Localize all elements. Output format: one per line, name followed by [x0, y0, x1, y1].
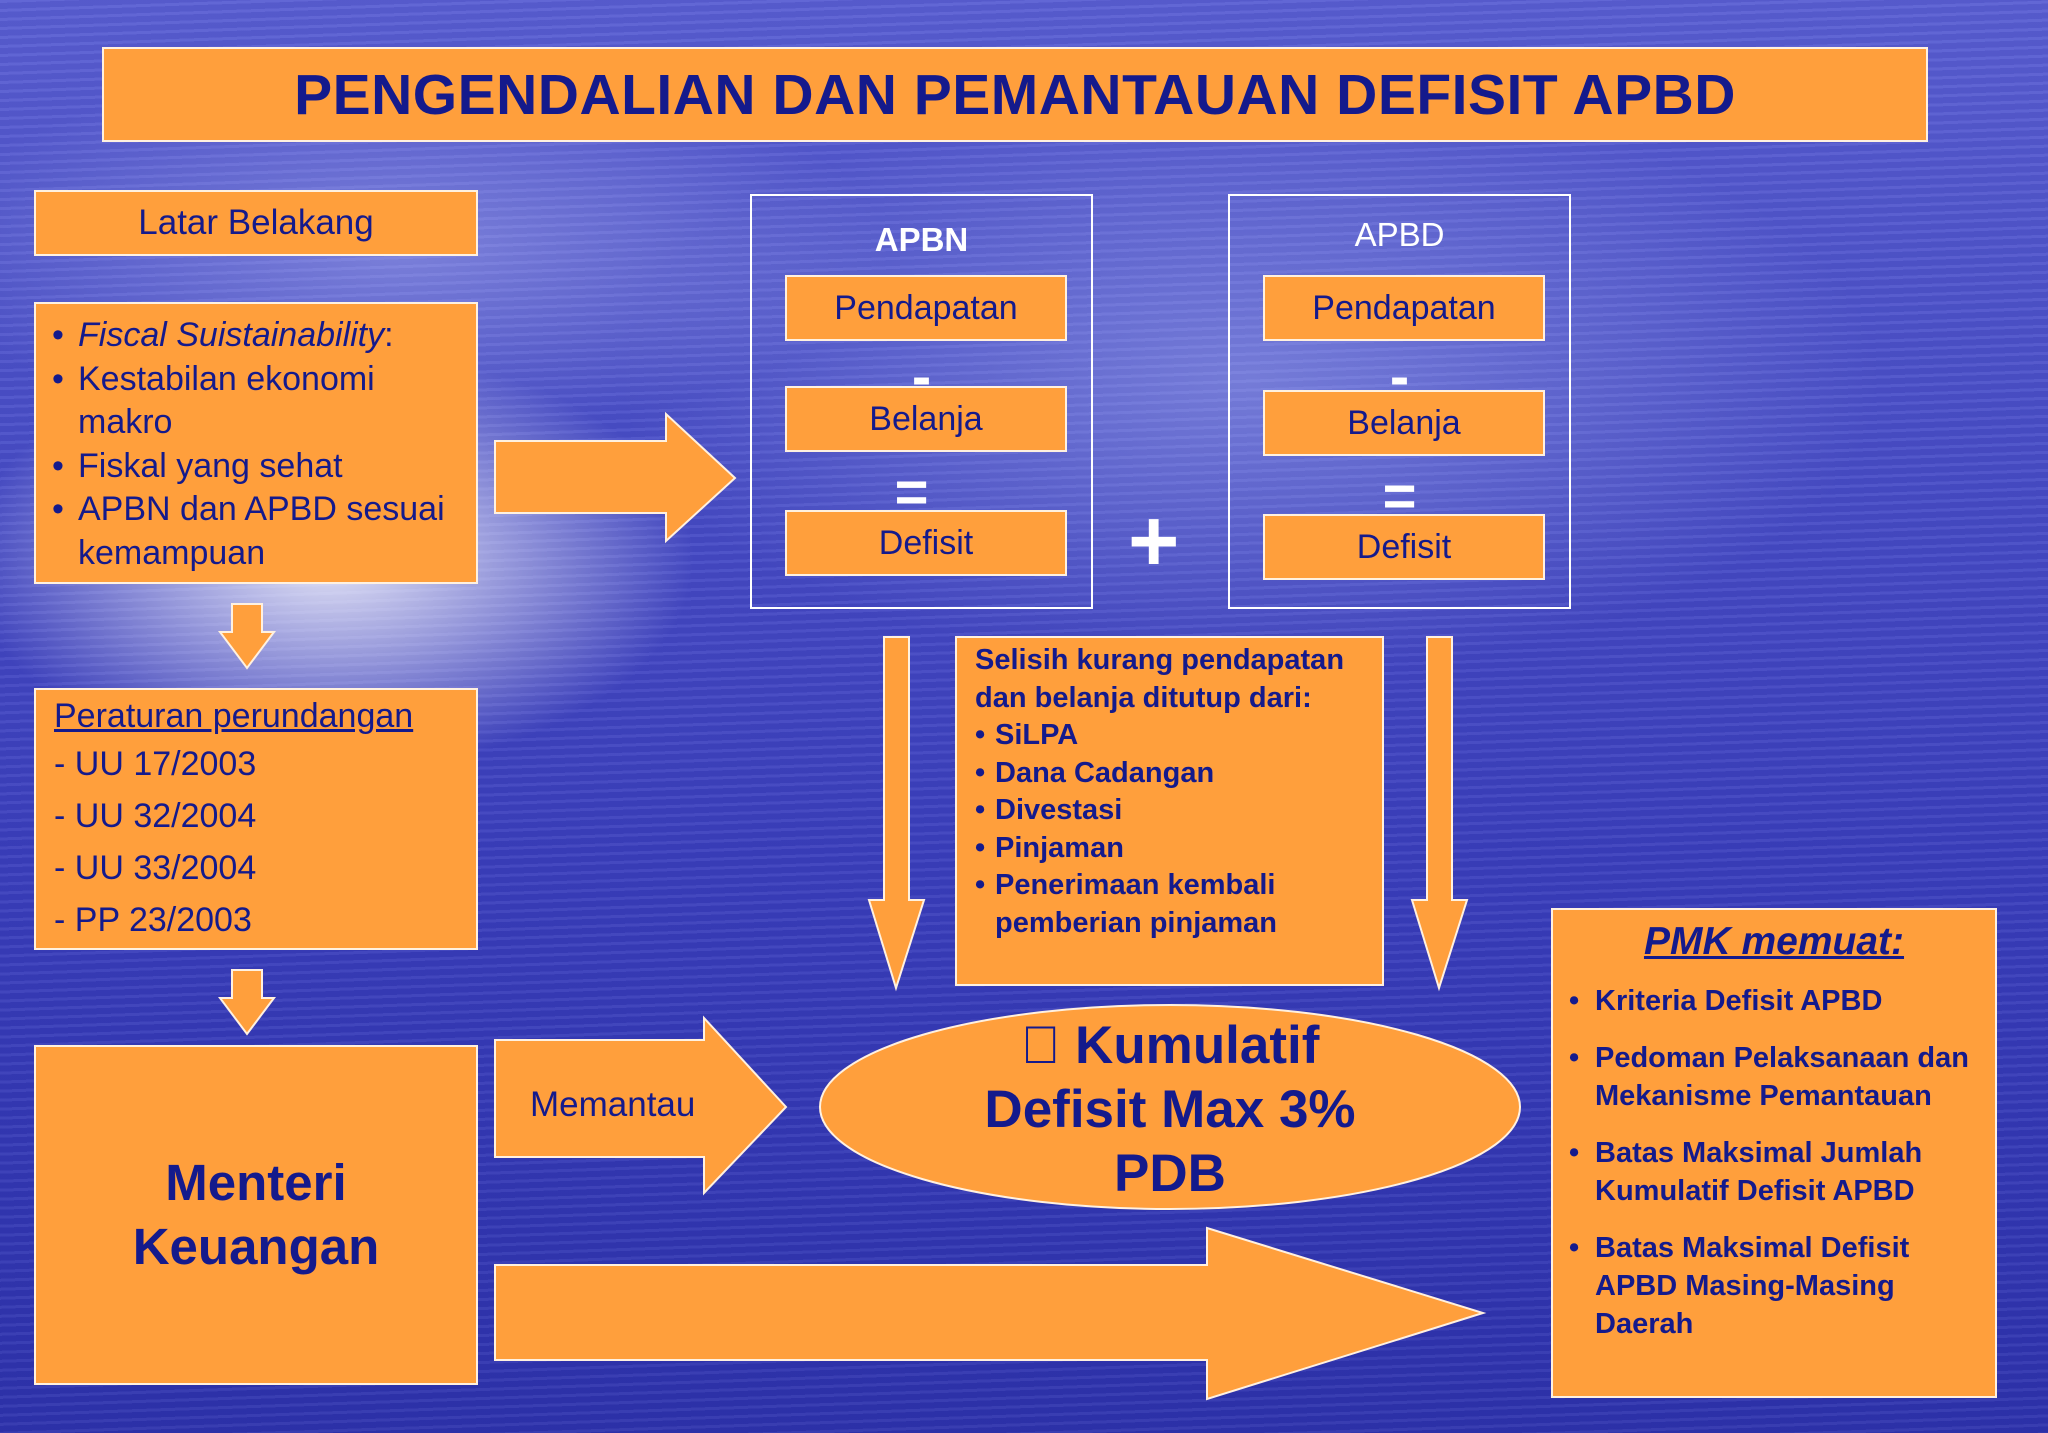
kumulatif-ellipse [819, 1004, 1521, 1210]
peraturan-item: - PP 23/2003 [54, 901, 252, 939]
apbd-belanja-label: Belanja [1347, 403, 1461, 442]
arrow-memantau [494, 1015, 788, 1196]
apbn-frame: APBN Pendapatan - Belanja = Defisit [750, 194, 1093, 609]
kumulatif-line1:  Kumulatif [1021, 1016, 1320, 1075]
apbd-belanja: Belanja [1263, 390, 1545, 456]
fiscal-item: Fiscal Suistainability: [52, 314, 462, 358]
kumulatif-text:  Kumulatif Defisit Max 3% PDB [820, 1005, 1520, 1215]
selisih-intro: Selisih kurang pendapatan dan belanja di… [975, 644, 1345, 714]
peraturan-item: - UU 32/2004 [54, 797, 257, 835]
pmk-heading: PMK memuat: [1643, 920, 1905, 963]
fiscal-item: APBN dan APBD sesuai kemampuan [52, 488, 462, 575]
selisih-item: Pinjaman [975, 830, 1372, 868]
arrow-down-2 [218, 969, 276, 1036]
apbd-frame: APBD Pendapatan - Belanja = Defisit [1228, 194, 1571, 609]
menteri-line1: Menteri [165, 1154, 347, 1211]
selisih-list: SiLPA Dana Cadangan Divestasi Pinjaman P… [975, 717, 1372, 942]
page-title-text: PENGENDALIAN DAN PEMANTAUAN DEFISIT APBD [294, 62, 1736, 127]
peraturan-item: - UU 33/2004 [54, 849, 257, 887]
selisih-item: Dana Cadangan [975, 755, 1372, 793]
pmk-item: Batas Maksimal Jumlah Kumulatif Defisit … [1569, 1134, 1979, 1210]
apbn-defisit-label: Defisit [878, 523, 974, 562]
latar-belakang-box: Latar Belakang [34, 190, 478, 256]
kumulatif-line2: Defisit Max 3% [984, 1080, 1356, 1139]
apbn-pendapatan: Pendapatan [785, 275, 1067, 341]
apbn-pendapatan-label: Pendapatan [834, 288, 1018, 327]
latar-belakang-label: Latar Belakang [138, 203, 374, 242]
apbd-defisit-label: Defisit [1356, 527, 1452, 566]
menteri-line2: Keuangan [132, 1218, 380, 1275]
memantau-label: Memantau [530, 1085, 696, 1124]
arrow-to-apbn [494, 411, 737, 544]
selisih-item: Penerimaan kembali pemberian pinjaman [975, 867, 1372, 942]
pmk-item: Kriteria Defisit APBD [1569, 982, 1979, 1020]
selisih-box: Selisih kurang pendapatan dan belanja di… [955, 636, 1384, 986]
apbd-heading: APBD [1354, 216, 1445, 253]
plus-sign: + [1128, 491, 1180, 590]
page-title: PENGENDALIAN DAN PEMANTAUAN DEFISIT APBD [102, 47, 1928, 142]
apbn-defisit: Defisit [785, 510, 1067, 576]
pmk-list: Kriteria Defisit APBD Pedoman Pelaksanaa… [1569, 982, 1979, 1343]
peraturan-heading: Peraturan perundangan [54, 697, 414, 735]
apbd-pendapatan-label: Pendapatan [1312, 288, 1496, 327]
apbd-defisit: Defisit [1263, 514, 1545, 580]
selisih-item: Divestasi [975, 792, 1372, 830]
pmk-item: Batas Maksimal Defisit APBD Masing-Masin… [1569, 1229, 1979, 1343]
arrow-bottom [494, 1226, 1487, 1401]
pmk-item: Pedoman Pelaksanaan dan Mekanisme Pemant… [1569, 1039, 1979, 1115]
fiscal-item-text: Fiscal Suistainability [78, 316, 385, 354]
selisih-item: SiLPA [975, 717, 1372, 755]
apbn-heading: APBN [874, 221, 969, 258]
peraturan-item: - UU 17/2003 [54, 745, 257, 783]
peraturan-box: Peraturan perundangan - UU 17/2003 - UU … [34, 688, 478, 950]
apbd-pendapatan: Pendapatan [1263, 275, 1545, 341]
arrow-down-apbd [1410, 636, 1469, 992]
fiscal-item-suffix: : [384, 316, 394, 354]
menteri-box: Menteri Keuangan [34, 1045, 478, 1385]
apbn-belanja-label: Belanja [869, 399, 983, 438]
fiscal-item: Fiskal yang sehat [52, 445, 462, 489]
fiscal-box: Fiscal Suistainability: Kestabilan ekono… [34, 302, 478, 584]
fiscal-list: Fiscal Suistainability: Kestabilan ekono… [52, 314, 462, 575]
kumulatif-line3: PDB [1114, 1144, 1226, 1203]
apbn-belanja: Belanja [785, 386, 1067, 452]
arrow-down-apbn [867, 636, 926, 992]
arrow-down-1 [218, 603, 276, 670]
pmk-box: PMK memuat: Kriteria Defisit APBD Pedoma… [1551, 908, 1997, 1398]
fiscal-item: Kestabilan ekonomi makro [52, 358, 462, 445]
